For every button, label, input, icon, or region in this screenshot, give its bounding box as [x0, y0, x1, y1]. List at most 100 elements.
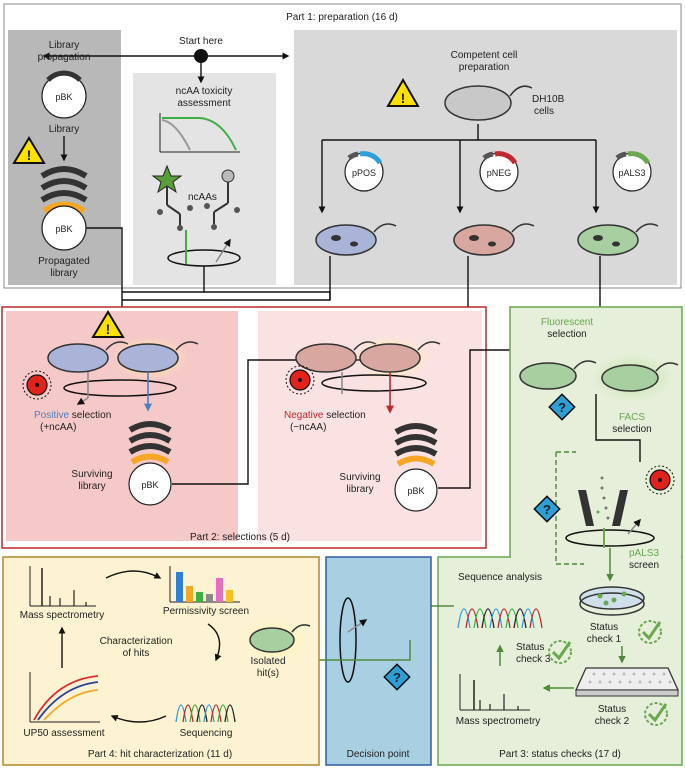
status-check1-label-2: check 1 — [587, 634, 622, 645]
pbk-plasmid-positive — [128, 462, 172, 506]
surviving-label-1: Surviving — [71, 469, 112, 480]
pals3-label: pALS3 — [618, 168, 645, 178]
cell-pals3-icon — [577, 223, 659, 256]
membrane-ring-positive — [63, 379, 177, 397]
plus-ncaa-label: (+ncAA) — [40, 422, 76, 433]
positive-selection-label: Positive selection — [34, 410, 111, 421]
pals3-gray-transport — [627, 518, 641, 535]
pbk-plasmid-negative — [394, 468, 438, 512]
facs-sorter-icon — [578, 476, 628, 526]
check-icon — [638, 620, 662, 644]
minus-ncaa-label: (−ncAA) — [290, 422, 326, 433]
pbk-label-top: pBK — [55, 92, 72, 102]
library-stack-icon — [40, 166, 88, 214]
positive-cells-icon — [47, 336, 199, 380]
propagated-label-1: Propagated — [38, 256, 90, 267]
gene-insert-gray — [46, 70, 82, 82]
start-label: Start here — [179, 36, 223, 47]
warning-icon: ! — [91, 310, 125, 338]
part3-lower-panel — [437, 556, 683, 766]
facs-connector — [595, 394, 641, 462]
ncaa-molecules-icon — [151, 164, 240, 231]
toxicity-label-1: ncAA toxicity — [176, 86, 233, 97]
perm-to-seq-arrow — [207, 623, 222, 662]
negative-selection-label: Negative selection — [284, 410, 366, 421]
part3-join — [511, 553, 681, 561]
membrane-ring-pals3 — [565, 529, 655, 547]
library-label: Library — [49, 124, 80, 135]
fluorescent-word: Fluorescent — [541, 317, 593, 328]
surviving-neg-label-1: Surviving — [339, 472, 380, 483]
check-icon — [644, 702, 668, 726]
ncaas-label: ncAAs — [188, 192, 217, 203]
dh10b-label-1: DH10B — [532, 94, 565, 105]
toxin-icon — [645, 465, 675, 495]
characterization-label-1: Characterization — [100, 636, 173, 647]
isolated-label-1: Isolated — [250, 656, 285, 667]
part4-hit-characterization: Part 4: hit characterization (11 d) Mass… — [2, 556, 320, 766]
cell-ppos-icon — [315, 223, 397, 256]
propagated-label-2: library — [50, 268, 77, 279]
decision-point: Decision point ? — [296, 556, 432, 766]
competent-label-2: preparation — [459, 62, 510, 73]
library-propagation-label-2: propagation — [38, 52, 91, 63]
part3-title: Part 3: status checks (17 d) — [499, 749, 621, 760]
mass-spec-plot-p3 — [459, 674, 530, 711]
part3-status-checks: Part 3: status checks (17 d) Fluorescent… — [406, 306, 683, 766]
dh10b-cell-icon — [444, 85, 533, 121]
fluorescent-selection-label: selection — [547, 329, 586, 340]
library-stack-icon — [394, 423, 438, 467]
question-icon: ? — [533, 495, 561, 523]
dh10b-label-2: cells — [534, 106, 554, 117]
pneg-plasmid — [479, 151, 519, 192]
gray-transport-line — [215, 238, 231, 263]
pbk-label-positive: pBK — [141, 480, 158, 490]
pals3-word: pALS3 — [629, 548, 659, 559]
petri-dish-icon — [579, 586, 645, 616]
seq-to-up50-arrow — [110, 714, 167, 723]
part2-selections: Part 2: selections (5 d) ! Positive sele… — [1, 306, 600, 549]
toxicity-plot — [159, 113, 240, 153]
part2-title: Part 2: selections (5 d) — [190, 532, 290, 543]
question-icon: ? — [548, 393, 576, 421]
surviving-neg-label-2: library — [346, 484, 373, 495]
mass-spec-label-p3: Mass spectrometry — [456, 716, 540, 727]
status-check2-label-2: check 2 — [595, 716, 630, 727]
status-check3-label-1: Status — [516, 642, 544, 653]
fluorescent-cells-icon — [519, 354, 679, 402]
dashed-loop — [555, 451, 584, 565]
warning-icon: ! — [386, 77, 420, 107]
svg-text:!: ! — [401, 90, 406, 106]
well-plate-icon — [574, 667, 680, 697]
toxin-icon — [22, 370, 52, 400]
characterization-label-2: of hits — [123, 648, 150, 659]
ppos-plasmid — [344, 151, 384, 192]
status-check1-label-1: Status — [590, 622, 618, 633]
status-check3-label-2: check 3 — [516, 654, 551, 665]
membrane-ring-decision — [339, 597, 357, 683]
svg-text:?: ? — [558, 400, 566, 415]
membrane-ring-negative — [321, 374, 427, 392]
negative-cells-icon — [295, 336, 441, 380]
library-propagation-label-1: Library — [49, 40, 80, 51]
decision-gray-transport — [347, 619, 368, 633]
sequence-analysis-label: Sequence analysis — [458, 572, 542, 583]
question-icon: ? — [383, 663, 411, 691]
surviving-label-2: library — [78, 481, 105, 492]
isolated-label-2: hit(s) — [257, 668, 279, 679]
pbk-label-negative: pBK — [407, 486, 424, 496]
up50-label: UP50 assessment — [23, 728, 104, 739]
chromatogram-p3 — [457, 608, 543, 629]
pbk-label-bottom: pBK — [55, 224, 72, 234]
competent-label-1: Competent cell — [451, 50, 518, 61]
mass-spec-label-p4: Mass spectrometry — [20, 610, 104, 621]
ms-to-perm-arrow — [105, 570, 162, 579]
mass-spec-plot-p4 — [29, 566, 96, 607]
permissivity-bar-plot — [169, 566, 240, 603]
svg-text:!: ! — [27, 147, 32, 163]
chromatogram-p4 — [175, 704, 236, 723]
facs-selection-label: selection — [612, 424, 651, 435]
isolated-hit-cell-icon — [243, 620, 311, 660]
